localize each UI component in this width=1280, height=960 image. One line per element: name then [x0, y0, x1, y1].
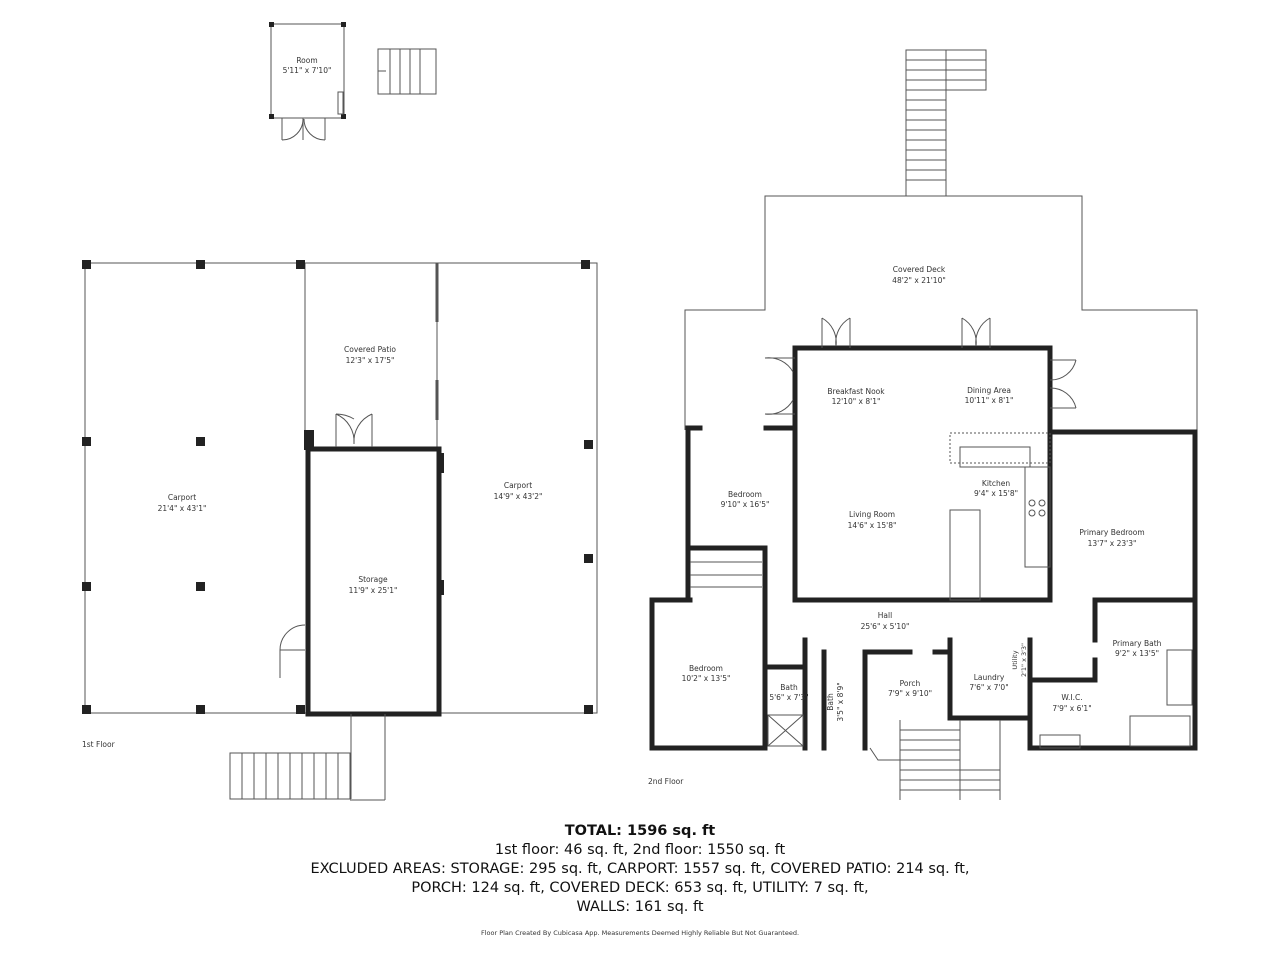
- room-label: Room: [296, 56, 317, 65]
- carport-left-label: Carport: [168, 493, 196, 502]
- breakfast-nook-label: Breakfast Nook: [827, 387, 885, 396]
- carport-left-dims: 21'4" x 43'1": [158, 504, 207, 513]
- bath-1-label: Bath: [780, 683, 798, 692]
- bath-2-label: Bath: [826, 693, 835, 711]
- first-floor-stairs: [229, 714, 386, 801]
- covered-deck-dims: 48'2" x 21'10": [892, 276, 946, 285]
- living-room-label: Living Room: [849, 510, 895, 519]
- small-room: [269, 22, 346, 141]
- storage-label: Storage: [358, 575, 388, 584]
- primary-bath-dims: 9'2" x 13'5": [1115, 649, 1159, 658]
- columns: [82, 260, 593, 714]
- living-room-dims: 14'6" x 15'8": [848, 521, 897, 530]
- total-area: TOTAL: 1596 sq. ft: [564, 823, 716, 839]
- wic-dims: 7'9" x 6'1": [1052, 704, 1091, 713]
- bath-1-dims: 5'6" x 7'3": [769, 693, 808, 702]
- carport-right-label: Carport: [504, 481, 532, 490]
- dining-area-dims: 10'11" x 8'1": [965, 396, 1014, 405]
- dining-area-label: Dining Area: [967, 386, 1011, 395]
- credit-note: Floor Plan Created By Cubicasa App. Meas…: [480, 929, 800, 937]
- bath-2-dims: 3'5" x 8'9": [836, 682, 845, 721]
- room-dims: 5'11" x 7'10": [283, 66, 332, 75]
- hall-label: Hall: [878, 611, 892, 620]
- small-stairs: [377, 48, 437, 95]
- laundry-dims: 7'6" x 7'0": [969, 683, 1008, 692]
- covered-patio-label: Covered Patio: [344, 345, 396, 354]
- hall-dims: 25'6" x 5'10": [861, 622, 910, 631]
- covered-patio-dims: 12'3" x 17'5": [346, 356, 395, 365]
- bedroom-2-label: Bedroom: [689, 664, 723, 673]
- kitchen-label: Kitchen: [982, 479, 1010, 488]
- bedroom-1-label: Bedroom: [728, 490, 762, 499]
- primary-bedroom-dims: 13'7" x 23'3": [1088, 539, 1137, 548]
- breakfast-nook-dims: 12'10" x 8'1": [832, 397, 881, 406]
- floor-areas: 1st floor: 46 sq. ft, 2nd floor: 1550 sq…: [494, 842, 786, 858]
- second-floor-label: 2nd Floor: [648, 777, 684, 786]
- utility-label: Utility: [1011, 650, 1019, 669]
- bedroom-2-dims: 10'2" x 13'5": [682, 674, 731, 683]
- excluded-areas-2: PORCH: 124 sq. ft, COVERED DECK: 653 sq.…: [411, 880, 869, 896]
- utility-dims: 2'1" x 3'3": [1020, 643, 1028, 677]
- kitchen-fixtures: [949, 432, 1051, 601]
- laundry-label: Laundry: [974, 673, 1005, 682]
- excluded-areas-1: EXCLUDED AREAS: STORAGE: 295 sq. ft, CAR…: [310, 861, 970, 877]
- deck-stairs: [905, 49, 987, 196]
- kitchen-dims: 9'4" x 15'8": [974, 489, 1018, 498]
- bedroom-1-dims: 9'10" x 16'5": [721, 500, 770, 509]
- area-summary: TOTAL: 1596 sq. ft 1st floor: 46 sq. ft,…: [0, 822, 1280, 917]
- walls: [649, 345, 1198, 751]
- primary-bath-label: Primary Bath: [1113, 639, 1162, 648]
- covered-deck-label: Covered Deck: [893, 265, 946, 274]
- first-floor-plan: Room 5'11" x 7'10" Covered Patio 12'3" x…: [82, 22, 598, 801]
- covered-deck-outline: [684, 195, 1198, 430]
- primary-bedroom-label: Primary Bedroom: [1079, 528, 1144, 537]
- wic-label: W.I.C.: [1061, 693, 1082, 702]
- porch-dims: 7'9" x 9'10": [888, 689, 932, 698]
- storage-dims: 11'9" x 25'1": [349, 586, 398, 595]
- porch-stairs: [869, 720, 1001, 800]
- walls-area: WALLS: 161 sq. ft: [576, 899, 704, 915]
- porch-label: Porch: [900, 679, 921, 688]
- first-floor-label: 1st Floor: [82, 740, 116, 749]
- second-floor-plan: Covered Deck 48'2" x 21'10" Breakfast No…: [648, 49, 1198, 800]
- carport-right-dims: 14'9" x 43'2": [494, 492, 543, 501]
